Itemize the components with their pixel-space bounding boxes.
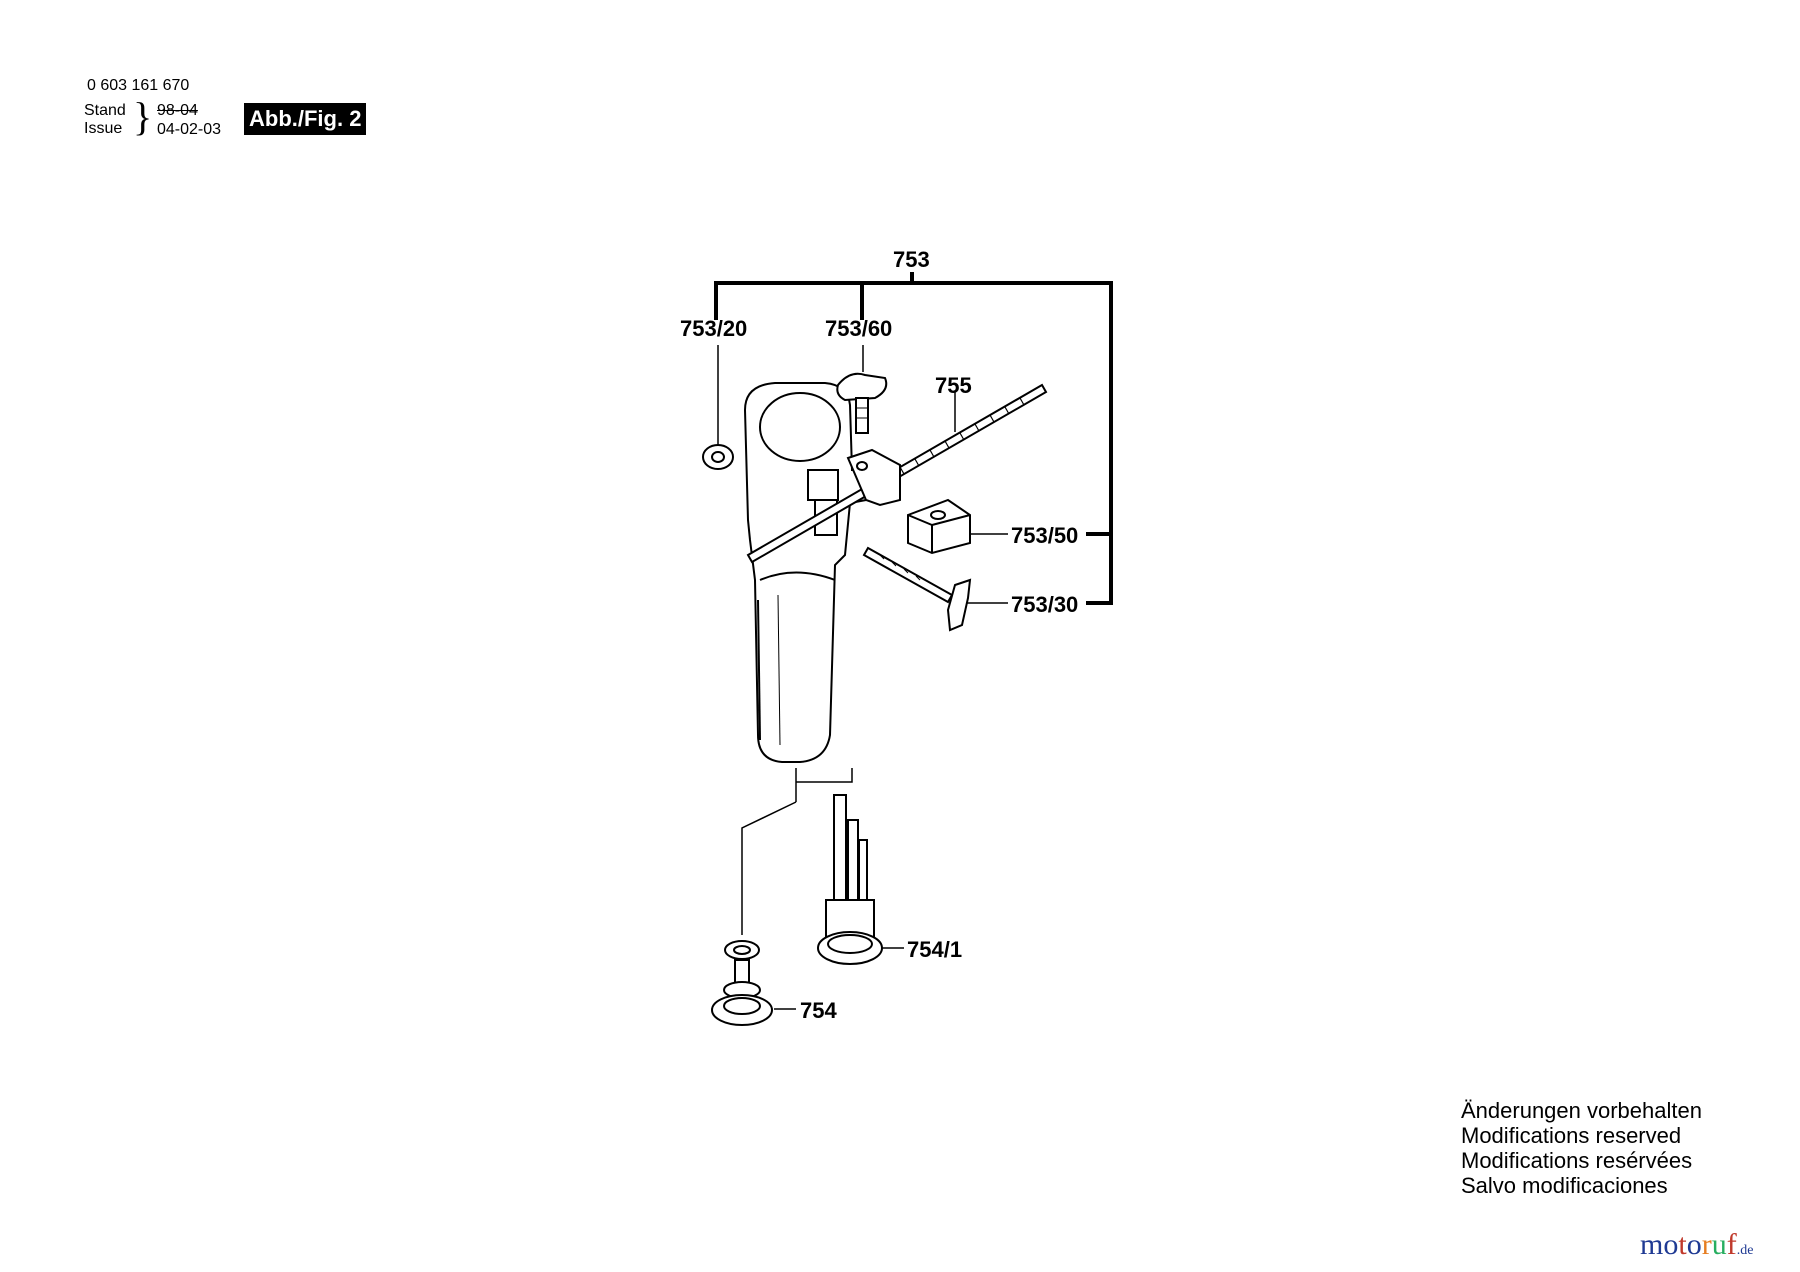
watermark-letter: o xyxy=(1686,1228,1702,1261)
notice-line-de: Änderungen vorbehalten xyxy=(1461,1098,1702,1123)
figure-badge: Abb./Fig. 2 xyxy=(244,103,367,135)
watermark-logo: motoruf.de xyxy=(1640,1228,1753,1262)
stand-label: Stand xyxy=(84,102,126,119)
callout-753-60: 753/60 xyxy=(825,316,892,341)
watermark-letter: m xyxy=(1640,1228,1664,1261)
callout-755: 755 xyxy=(935,373,972,398)
callout-753-30: 753/30 xyxy=(1011,592,1078,617)
clamp-screw-753-30-icon xyxy=(862,546,972,632)
callout-753-20: 753/20 xyxy=(680,316,747,341)
watermark-letter: r xyxy=(1701,1228,1712,1261)
part-number: 0 603 161 670 xyxy=(87,77,190,94)
issue-date: 04-02-03 xyxy=(157,121,222,138)
modifications-notice: Änderungen vorbehalten Modifications res… xyxy=(1461,1098,1702,1198)
side-handle-icon xyxy=(743,382,867,763)
wing-screw-753-60-icon xyxy=(836,372,888,471)
nut-753-20-icon xyxy=(702,444,734,470)
holder-754-icon xyxy=(711,940,773,1026)
callout-754: 754 xyxy=(800,998,837,1023)
clamp-block-753-50-icon xyxy=(907,498,971,555)
callout-754-1: 754/1 xyxy=(907,937,962,962)
watermark-letter: o xyxy=(1663,1228,1679,1261)
callout-753: 753 xyxy=(893,247,930,272)
brace-symbol: } xyxy=(133,94,153,139)
leader-lines xyxy=(717,345,1008,1010)
bit-holder-754-1-icon xyxy=(817,794,883,965)
notice-line-en: Modifications reserved xyxy=(1461,1123,1682,1148)
watermark-suffix: .de xyxy=(1736,1243,1754,1258)
notice-line-fr: Modifications resérvées xyxy=(1461,1148,1693,1173)
watermark-letter: u xyxy=(1711,1228,1727,1261)
watermark-letter: f xyxy=(1726,1228,1737,1261)
watermark-letter: t xyxy=(1678,1228,1687,1261)
old-date: 98-04 xyxy=(157,102,198,119)
callout-753-50: 753/50 xyxy=(1011,523,1078,548)
notice-line-es: Salvo modificaciones xyxy=(1461,1173,1668,1198)
leader-bracket-753 xyxy=(714,272,1113,605)
issue-label: Issue xyxy=(84,120,123,137)
